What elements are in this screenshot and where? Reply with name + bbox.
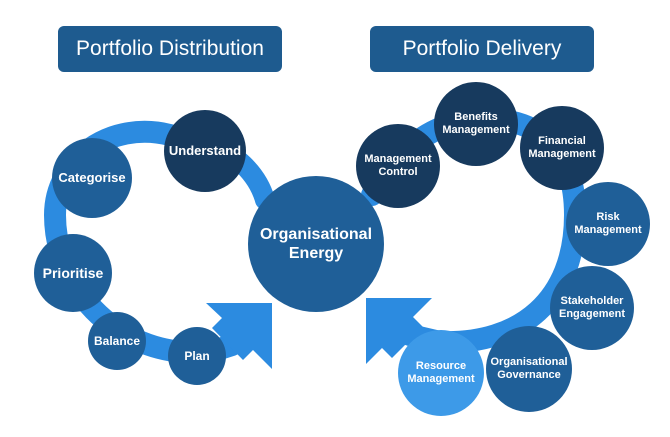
node-prioritise: Prioritise [34, 234, 112, 312]
node-organisational-governance: Organisational Governance [486, 326, 572, 412]
node-understand: Understand [164, 110, 246, 192]
header-portfolio-distribution: Portfolio Distribution [58, 26, 282, 72]
distribution-arrowhead [206, 303, 272, 369]
node-stakeholder-engagement: Stakeholder Engagement [550, 266, 634, 350]
node-benefits-management: Benefits Management [434, 82, 518, 166]
node-financial-management: Financial Management [520, 106, 604, 190]
delivery-arrowhead [366, 298, 432, 364]
node-organisational-energy: Organisational Energy [248, 176, 384, 312]
node-management-control: Management Control [356, 124, 440, 208]
node-resource-management: Resource Management [398, 330, 484, 416]
distribution-loop-arc [43, 120, 243, 364]
header-portfolio-delivery: Portfolio Delivery [370, 26, 594, 72]
node-balance: Balance [88, 312, 146, 370]
node-plan: Plan [168, 327, 226, 385]
node-risk-management: Risk Management [566, 182, 650, 266]
node-categorise: Categorise [52, 138, 132, 218]
